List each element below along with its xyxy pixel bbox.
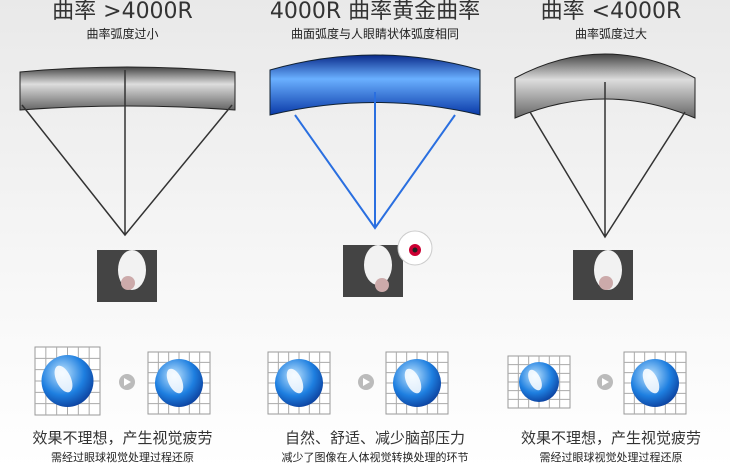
viewer-col2 xyxy=(343,245,403,297)
col3-caption-sub: 需经过眼球视觉处理过程还原 xyxy=(539,451,683,464)
restored-image-icon xyxy=(623,351,687,415)
eye-icon xyxy=(397,230,433,266)
arrow-right-icon xyxy=(358,374,374,390)
screen-col2 xyxy=(269,54,481,230)
col1-caption-sub: 需经过眼球视觉处理过程还原 xyxy=(51,451,194,464)
col1-title: 曲率 >4000R xyxy=(52,0,193,24)
col2-subtitle: 曲面弧度与人眼睛状体弧度相同 xyxy=(290,27,459,41)
screen-col1 xyxy=(19,66,236,237)
col1-caption: 效果不理想，产生视觉疲劳 xyxy=(32,429,213,447)
restored-image-icon xyxy=(147,351,211,415)
viewer-col3 xyxy=(573,250,633,300)
image-icon xyxy=(385,351,449,415)
distorted-image-icon xyxy=(34,346,101,416)
image-icon xyxy=(267,351,331,415)
col2-caption: 自然、舒适、减少脑部压力 xyxy=(284,429,465,447)
col3-subtitle: 曲率弧度过大 xyxy=(574,27,647,41)
viewer-col1 xyxy=(97,250,157,302)
col2-caption-sub: 减少了图像在人体视觉转换处理的环节 xyxy=(281,451,469,464)
arrow-right-icon xyxy=(597,374,613,390)
fisheye-image-icon xyxy=(507,355,571,409)
col3-caption: 效果不理想，产生视觉疲劳 xyxy=(520,429,701,447)
col2-title: 4000R 曲率黄金曲率 xyxy=(269,0,481,24)
screen-col3 xyxy=(514,53,696,239)
arrow-right-icon xyxy=(119,374,135,390)
col1-subtitle: 曲率弧度过小 xyxy=(86,27,159,41)
col3-title: 曲率 <4000R xyxy=(540,0,682,24)
